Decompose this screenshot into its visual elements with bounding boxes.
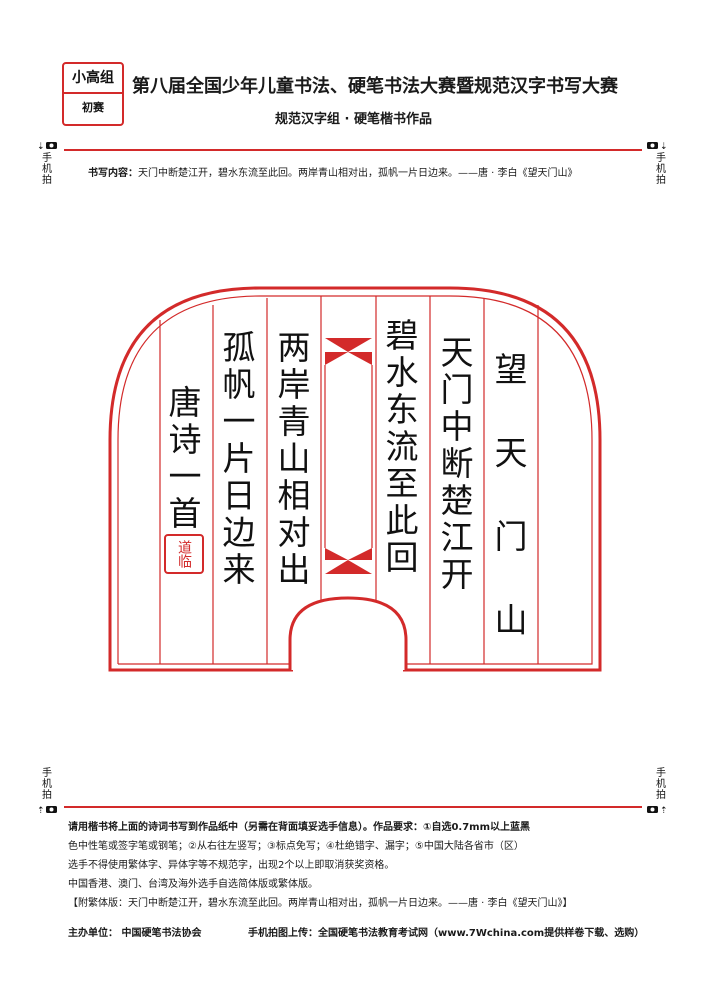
phone-shot-label-top-right: 手机拍 <box>656 153 666 186</box>
camera-icon: ⇡ <box>647 806 668 816</box>
requirements-line-5: 【附繁体版：天门中断楚江开，碧水东流至此回。两岸青山相对出，孤帆一片日边来。——… <box>68 898 573 909</box>
badge-group-label: 小高组 <box>64 64 122 94</box>
artwork-column-1: 望 天 门 山 <box>489 352 528 656</box>
phone-shot-label-top-left: 手机拍 <box>42 153 52 186</box>
requirements-line-2: 色中性笔或签字笔或钢笔；②从右往左竖写；③标点免写；④杜绝错字、漏字；⑤中国大陆… <box>68 841 524 852</box>
phone-shot-label-bottom-right: 手机拍 <box>656 768 666 801</box>
badge-round-label: 初赛 <box>82 101 104 114</box>
phone-shot-label-bottom-left: 手机拍 <box>42 768 52 801</box>
bottom-rule <box>64 806 642 808</box>
camera-icon: ⇣ <box>647 142 668 152</box>
writing-content-label: 书写内容： <box>88 168 138 179</box>
camera-marker-bottom-left: ⇡ <box>37 804 59 817</box>
requirements-block: 请用楷书将上面的诗词书写到作品纸中（另需在背面填妥选手信息）。作品要求：①自选0… <box>68 818 648 913</box>
svg-text:⇡: ⇡ <box>37 806 45 814</box>
camera-marker-top-left: ⇣ <box>37 140 59 153</box>
artwork-column-6: 唐诗一首 <box>163 385 202 533</box>
camera-marker-top-right: ⇣ <box>647 140 669 153</box>
artwork-column-4: 两岸青山相对出 <box>272 330 311 589</box>
page-subtitle: 规范汉字组 · 硬笔楷书作品 <box>275 112 432 127</box>
writing-content-text: 天门中断楚江开，碧水东流至此回。两岸青山相对出，孤帆一片日边来。——唐 · 李白… <box>138 168 578 179</box>
artwork-column-2: 天门中断楚江开 <box>435 335 474 594</box>
requirements-line-3: 选手不得使用繁体字、异体字等不规范字，出现2个以上即取消获奖资格。 <box>68 860 395 871</box>
footer-upload: 手机拍图上传：全国硬笔书法教育考试网（www.7Wchina.com提供样卷下载… <box>248 928 645 939</box>
group-badge: 小高组 初赛 <box>62 62 124 126</box>
artist-seal: 道临 <box>164 534 204 574</box>
artwork-column-3: 碧水东流至此回 <box>380 318 419 577</box>
requirements-line-4: 中国香港、澳门、台湾及海外选手自选简体版或繁体版。 <box>68 879 318 890</box>
requirements-line-1: 请用楷书将上面的诗词书写到作品纸中（另需在背面填妥选手信息）。作品要求：①自选0… <box>68 822 531 833</box>
footer-organizer: 主办单位： 中国硬笔书法协会 <box>68 928 202 939</box>
camera-icon: ⇣ <box>37 142 57 152</box>
svg-text:⇣: ⇣ <box>37 142 45 150</box>
svg-text:⇡: ⇡ <box>660 806 668 814</box>
svg-text:⇣: ⇣ <box>660 142 668 150</box>
writing-content-line: 书写内容：天门中断楚江开，碧水东流至此回。两岸青山相对出，孤帆一片日边来。——唐… <box>88 164 578 179</box>
camera-icon: ⇡ <box>37 806 57 816</box>
artwork-column-5: 孤帆一片日边来 <box>217 330 256 589</box>
page-title: 第八届全国少年儿童书法、硬笔书法大赛暨规范汉字书写大赛 <box>132 76 618 97</box>
top-rule <box>64 149 642 151</box>
camera-marker-bottom-right: ⇡ <box>647 804 669 817</box>
